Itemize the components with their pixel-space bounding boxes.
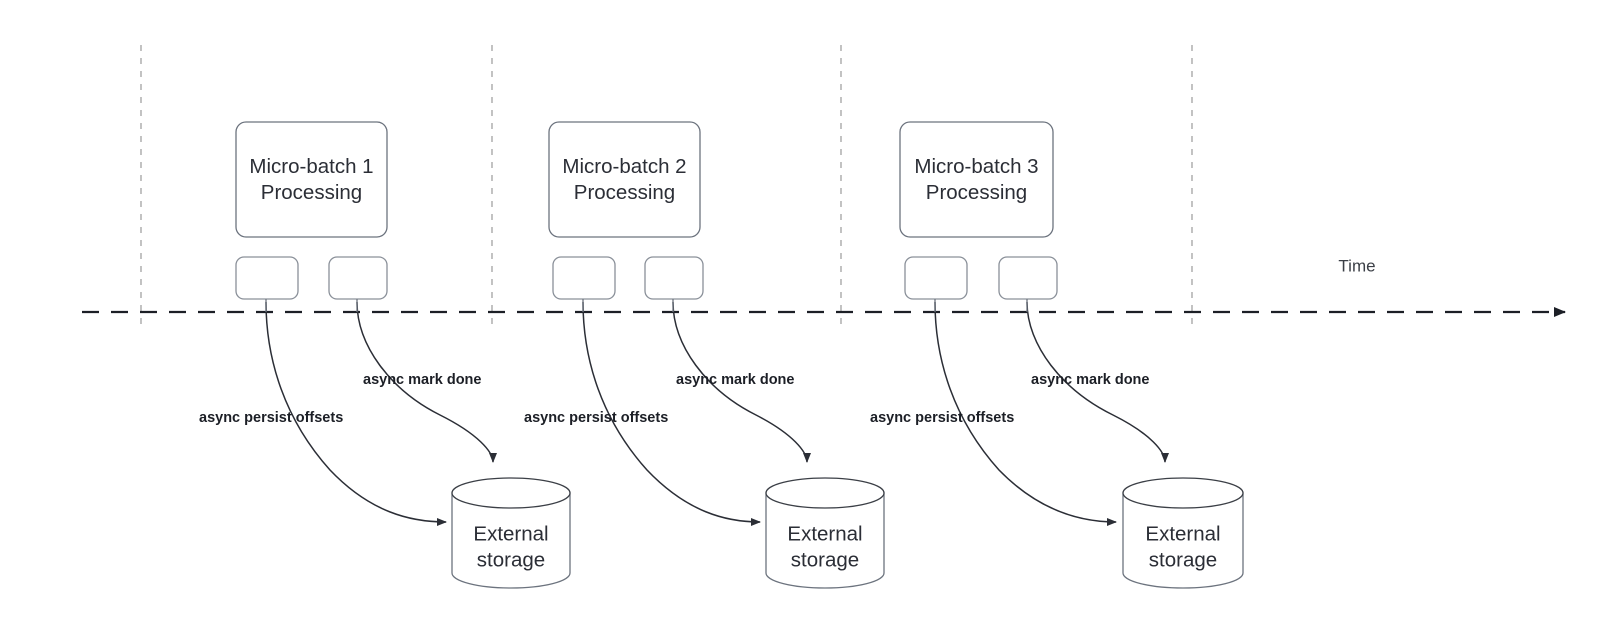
time-axis-label: Time: [1338, 256, 1375, 275]
micro-batch-subtitle: Processing: [926, 181, 1027, 204]
storage-label-line2: storage: [477, 548, 545, 571]
micro-batch-title: Micro-batch 1: [249, 155, 373, 178]
async-persist-offsets-edge-label-1: async persist offsets: [199, 410, 343, 426]
micro-batch-subtitle: Processing: [261, 181, 362, 204]
cylinder-body: [765, 492, 885, 589]
persist-offsets-task-box-2[interactable]: [552, 256, 616, 312]
external-storage-cylinder-3[interactable]: External storage: [1122, 477, 1244, 589]
persist-offsets-task-box-1[interactable]: [235, 256, 299, 312]
async-mark-done-edge-label-3: async mark done: [1031, 372, 1149, 388]
mark-done-task-box-1[interactable]: [328, 256, 388, 312]
cylinder-top-ellipse: [451, 477, 571, 509]
cylinder-body: [1122, 492, 1244, 589]
mark-done-task-box-2[interactable]: [644, 256, 704, 312]
storage-label-line1: External: [787, 522, 862, 545]
task-box-shape: [552, 256, 616, 300]
labels-layer: Time async persist offsets async mark done…: [199, 256, 1376, 425]
task-box-shape: [235, 256, 299, 300]
micro-batch-title: Micro-batch 3: [914, 155, 1038, 178]
external-storage-cylinder-1[interactable]: External storage: [451, 477, 571, 589]
micro-batch-box-2[interactable]: Micro-batch 2 Processing: [548, 121, 701, 238]
async-persist-offsets-edge-2: [582, 301, 761, 526]
mark-done-task-box-3[interactable]: [998, 256, 1058, 312]
edges-layer: [265, 301, 1169, 526]
async-mark-done-edge-label-1: async mark done: [363, 372, 481, 388]
async-persist-offsets-edge-1: [265, 301, 447, 526]
micro-batch-box-shape: [548, 121, 701, 238]
micro-batch-box-1[interactable]: Micro-batch 1 Processing: [235, 121, 388, 238]
persist-offsets-task-box-3[interactable]: [904, 256, 968, 312]
storage-label-line2: storage: [791, 548, 859, 571]
async-persist-offsets-edge-label-2: async persist offsets: [524, 410, 668, 426]
task-box-shape: [998, 256, 1058, 300]
task-box-shape: [904, 256, 968, 300]
task-box-shape: [644, 256, 704, 300]
task-box-shape: [328, 256, 388, 300]
cylinder-top-ellipse: [1122, 477, 1244, 509]
async-mark-done-edge-1: [356, 301, 497, 463]
async-persist-offsets-edge-label-3: async persist offsets: [870, 410, 1014, 426]
external-storage-cylinder-2[interactable]: External storage: [765, 477, 885, 589]
async-mark-done-edge-2: [672, 301, 811, 463]
micro-batch-box-shape: [899, 121, 1054, 238]
micro-batch-box-shape: [235, 121, 388, 238]
micro-batch-title: Micro-batch 2: [562, 155, 686, 178]
micro-batch-subtitle: Processing: [574, 181, 675, 204]
storage-label-line1: External: [473, 522, 548, 545]
storage-label-line2: storage: [1149, 548, 1217, 571]
async-mark-done-edge-label-2: async mark done: [676, 372, 794, 388]
async-persist-offsets-edge-3: [934, 301, 1117, 526]
micro-batch-box-3[interactable]: Micro-batch 3 Processing: [899, 121, 1054, 238]
storage-label-line1: External: [1145, 522, 1220, 545]
async-mark-done-edge-3: [1026, 301, 1169, 463]
cylinder-top-ellipse: [765, 477, 885, 509]
cylinder-body: [451, 492, 571, 589]
